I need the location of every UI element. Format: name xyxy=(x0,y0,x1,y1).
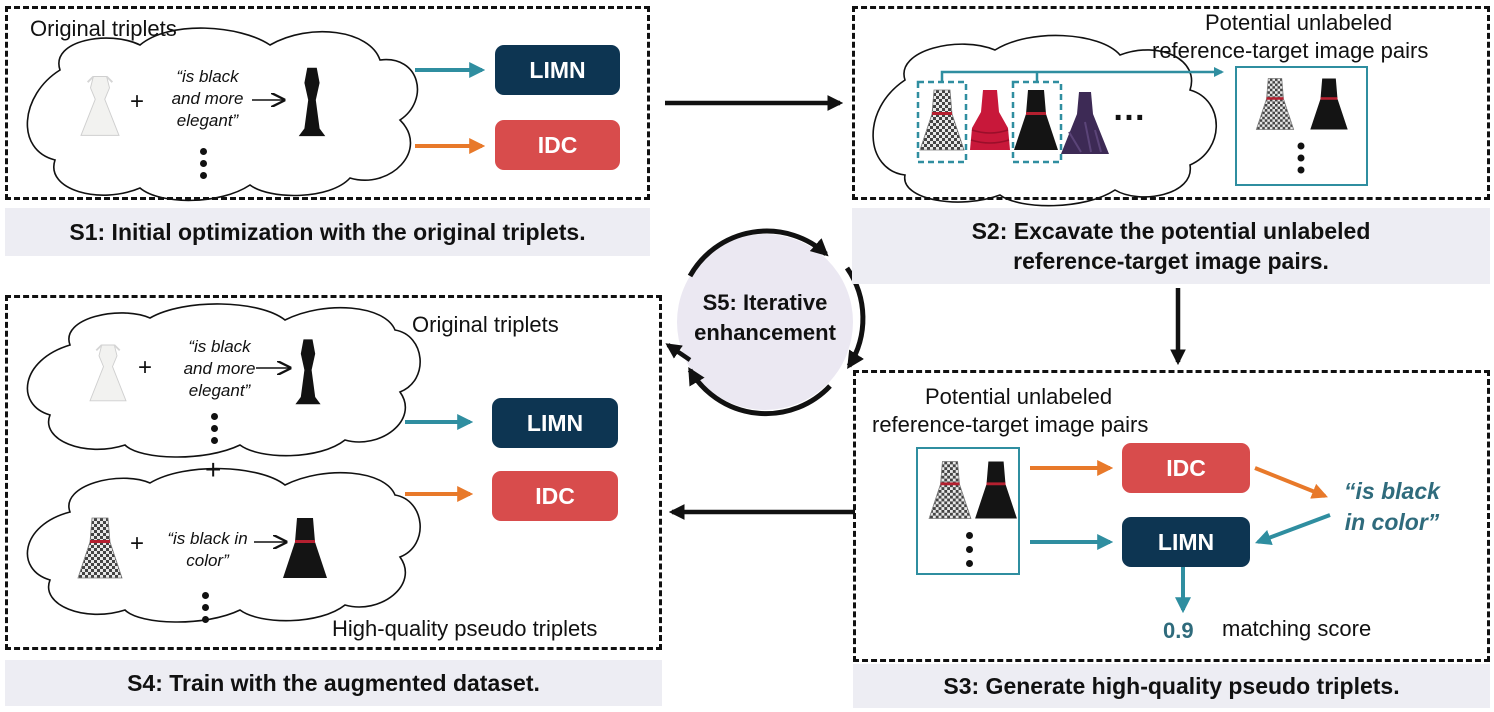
s1-modification-text: “is black and more elegant” xyxy=(171,67,244,130)
s5-to-s4-arrow xyxy=(665,343,692,362)
s3-score-label: matching score xyxy=(1222,616,1372,641)
s1-caption: S1: Initial optimization with the origin… xyxy=(5,208,650,256)
s2-pair-box xyxy=(1235,66,1368,186)
s2-panel xyxy=(852,6,1490,200)
s4-cloud-original xyxy=(26,303,421,458)
s3-limn-module: LIMN xyxy=(1122,517,1250,567)
s4-modification-text-1: “is black and more elegant” xyxy=(183,337,256,400)
s2-pair-images xyxy=(1255,78,1348,174)
s1-plus: + xyxy=(130,88,145,115)
s3-pair-box xyxy=(916,447,1020,575)
s3-title-line1: Potential unlabeled xyxy=(925,384,1113,409)
s5-label: S5: Iterative enhancement xyxy=(680,288,850,348)
s3-score: 0.9 xyxy=(1163,618,1194,643)
s3-caption: S3: Generate high-quality pseudo triplet… xyxy=(853,664,1490,708)
s5-label-line2: enhancement xyxy=(694,320,836,345)
s3-text-to-limn-arrow xyxy=(1255,513,1331,545)
s4-idc-module: IDC xyxy=(492,471,618,521)
s3-generated-line2: in color” xyxy=(1344,509,1440,535)
s1-cloud xyxy=(26,27,419,202)
s2-title-line1: Potential unlabeled xyxy=(1205,10,1393,35)
s5-label-line1: S5: Iterative xyxy=(702,290,828,315)
s2-pair-link-arrow xyxy=(940,67,1224,82)
s4-pseudo-label: High-quality pseudo triplets xyxy=(332,616,598,641)
s1-panel xyxy=(5,6,650,200)
s2-caption-line1: S2: Excavate the potential unlabeled xyxy=(971,218,1371,244)
s2-ellipsis: … xyxy=(1112,90,1146,128)
s4-modification-text-2: “is black in color” xyxy=(167,529,248,570)
s4-title: Original triplets xyxy=(412,312,559,337)
s3-generated-text: “is black in color” xyxy=(1322,476,1462,538)
s3-title-line2: reference-target image pairs xyxy=(872,412,1149,437)
s5-cycle xyxy=(677,228,866,417)
s2-caption: S2: Excavate the potential unlabeled ref… xyxy=(852,208,1490,284)
s1-idc-module: IDC xyxy=(495,120,620,170)
s3-panel xyxy=(853,370,1490,662)
s4-combine-plus: + xyxy=(205,454,222,485)
s1-title: Original triplets xyxy=(30,16,177,41)
s4-panel xyxy=(5,295,662,650)
s4-limn-module: LIMN xyxy=(492,398,618,448)
s4-cloud-pseudo xyxy=(26,467,421,623)
s3-idc-to-text-arrow xyxy=(1254,466,1328,499)
s1-limn-module: LIMN xyxy=(495,45,620,95)
s3-idc-module: IDC xyxy=(1122,443,1250,493)
s2-title-line2: reference-target image pairs xyxy=(1152,38,1429,63)
s4-caption: S4: Train with the augmented dataset. xyxy=(5,660,662,706)
s2-caption-line2: reference-target image pairs. xyxy=(1013,248,1329,274)
s3-generated-line1: “is black xyxy=(1344,478,1440,504)
